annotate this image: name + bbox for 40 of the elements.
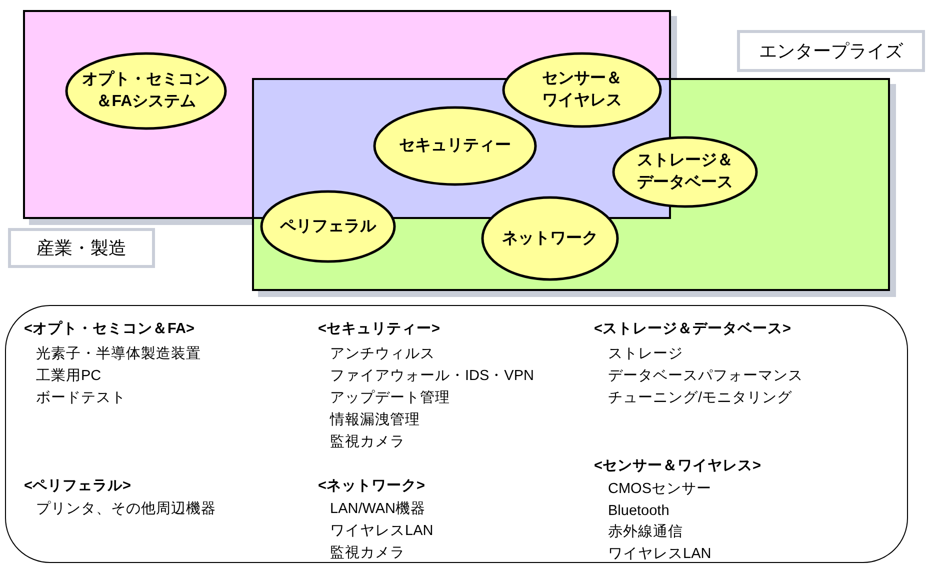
node-label: センサー＆ワイヤレス	[541, 69, 623, 111]
list-item: ストレージ	[608, 345, 683, 363]
region-label: エンタープライズ	[737, 30, 925, 72]
list-item: Bluetooth	[608, 502, 670, 520]
list-item: 赤外線通信	[608, 523, 683, 541]
node-label: セキュリティー	[398, 136, 512, 156]
list-item: データベースパフォーマンス	[608, 367, 803, 385]
list-item: 監視カメラ	[330, 433, 405, 451]
region-label: 産業・製造	[8, 228, 155, 268]
node-label: ネットワーク	[501, 228, 599, 248]
group-heading: <ネットワーク>	[318, 477, 425, 495]
ellipse-node	[65, 52, 227, 130]
list-item: 監視カメラ	[330, 544, 405, 562]
list-item: アップデート管理	[330, 389, 450, 407]
node-label: オプト・セミコン＆FAシステム	[81, 69, 211, 112]
list-item: CMOSセンサー	[608, 480, 712, 498]
group-heading: <センサー＆ワイヤレス>	[594, 457, 761, 475]
list-item: ワイヤレスLAN	[330, 522, 434, 540]
list-panel	[5, 305, 908, 563]
group-heading: <ストレージ＆データベース>	[594, 320, 791, 338]
group-heading: <セキュリティー>	[318, 320, 440, 338]
list-item: 光素子・半導体製造装置	[36, 345, 201, 363]
group-heading: <ペリフェラル>	[24, 477, 131, 495]
list-item: 工業用PC	[36, 367, 102, 385]
node-label: ストレージ＆データベース	[636, 151, 734, 193]
ellipse-node	[612, 136, 758, 208]
list-item: ファイアウォール・IDS・VPN	[330, 367, 534, 385]
list-item: チューニング/モニタリング	[608, 389, 792, 407]
list-item: LAN/WAN機器	[330, 500, 426, 518]
list-item: 情報漏洩管理	[330, 411, 420, 429]
list-item: ボードテスト	[36, 389, 126, 407]
node-label: ペリフェラル	[279, 216, 378, 236]
ellipse-node	[502, 52, 662, 128]
ellipse-node	[373, 106, 537, 186]
ellipse-node	[481, 196, 619, 281]
ellipse-node	[260, 190, 396, 263]
group-heading: <オプト・セミコン＆FA>	[24, 320, 194, 338]
list-item: アンチウィルス	[330, 345, 435, 363]
list-item: ワイヤレスLAN	[608, 545, 712, 563]
list-item: プリンタ、その他周辺機器	[36, 500, 216, 518]
